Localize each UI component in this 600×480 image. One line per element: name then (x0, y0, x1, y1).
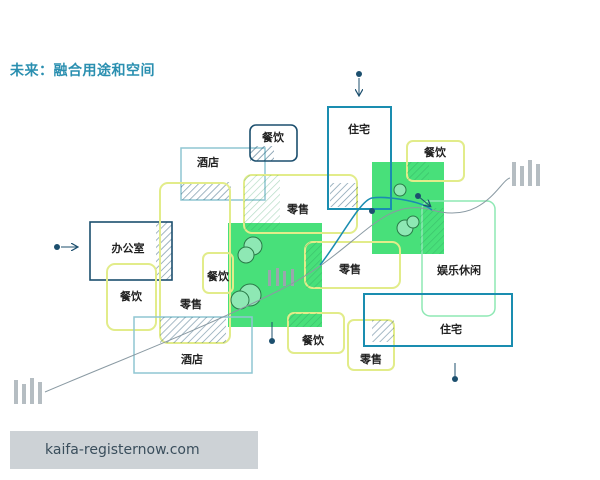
canyin-top-hatch (250, 146, 274, 161)
canyin-bottom-hatch (288, 313, 322, 327)
label-lingshou-bottom: 零售 (359, 352, 382, 366)
bangongshi-hatch (156, 222, 172, 280)
arrow-bottom-right (452, 363, 458, 382)
label-lingshou-mid: 零售 (338, 262, 361, 276)
zhuzhai-bottom-block (363, 293, 513, 347)
jiudian-top-hatch (181, 182, 231, 200)
label-canyin-right: 餐饮 (423, 145, 447, 159)
label-lingshou-top: 零售 (286, 202, 309, 216)
label-canyin-left: 餐饮 (119, 289, 143, 303)
green-zone-right-hatch (420, 208, 444, 254)
trees-center (230, 236, 263, 310)
canyin-center-block (202, 252, 234, 294)
canyin-right-block (406, 140, 465, 182)
label-zhuzhai-bottom: 住宅 (440, 322, 462, 336)
arrow-inner (369, 193, 430, 214)
walking-path (44, 177, 511, 393)
label-jiudian-bottom: 酒店 (181, 352, 203, 366)
label-jiudian-top: 酒店 (197, 155, 219, 169)
lingshou-bottom-hatch (372, 320, 394, 342)
lingshou-mid-hatch (305, 242, 322, 288)
people-center (268, 268, 294, 286)
zhuzhai-top-hatch (330, 183, 358, 207)
people-left (14, 378, 42, 404)
label-yule: 娱乐休闲 (437, 263, 481, 277)
canyin-right-hatch (407, 162, 429, 180)
label-lingshou-left: 零售 (179, 297, 202, 311)
watermark-banner: kaifa-registernow.com (10, 431, 258, 469)
arrow-bottom-center (269, 322, 275, 344)
yule-block (421, 200, 496, 317)
diagram-title: 未来：融合用途和空间 (10, 63, 155, 79)
label-canyin-bottom: 餐饮 (301, 333, 325, 347)
trees-right (393, 183, 420, 237)
arrow-left (54, 244, 77, 250)
lingshou-top-hatch (244, 175, 280, 230)
arrow-top (356, 71, 362, 95)
label-bangongshi: 办公室 (112, 241, 145, 255)
label-canyin-center: 餐饮 (206, 269, 230, 283)
label-canyin-top: 餐饮 (261, 130, 285, 144)
canyin-left-block (106, 263, 157, 331)
walking-path-blue (319, 196, 433, 266)
label-zhuzhai-top: 住宅 (348, 122, 370, 136)
people-right (512, 160, 540, 186)
